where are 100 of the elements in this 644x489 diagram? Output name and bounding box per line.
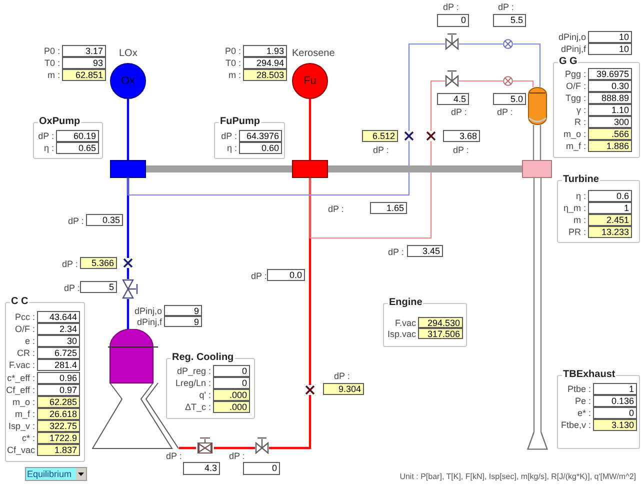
field-label: dP : — [229, 450, 245, 462]
field-label: c* : — [22, 432, 35, 444]
output-field: 9.304 — [323, 383, 364, 395]
input-field: 6.725 — [37, 347, 80, 359]
field-label: dP : — [388, 246, 404, 258]
fuel-branch-line — [459, 80, 503, 82]
field-label: Isp.vac — [387, 328, 416, 340]
circled-cross-icon — [503, 39, 513, 49]
turbine-block — [522, 160, 552, 178]
field-label: m_f : — [566, 140, 586, 152]
input-field: 93 — [62, 57, 106, 69]
field-label: F.vac — [394, 317, 416, 329]
gas-generator-capsule — [528, 87, 547, 125]
oxidizer-branch-line — [408, 43, 445, 131]
tank-label: Ox — [120, 75, 136, 87]
output-field: 6.512 — [362, 130, 398, 142]
input-field: 1.10 — [588, 104, 632, 116]
output-field: 5.366 — [80, 257, 117, 269]
field-label: CR : — [17, 347, 35, 359]
output-field: 13.233 — [588, 226, 632, 238]
hot-gas-pipe — [533, 177, 542, 433]
field-label: m_o : — [12, 396, 35, 408]
valve-icon — [196, 436, 214, 454]
input-field: 4.3 — [183, 462, 220, 475]
tank-name-label: Kerosene — [292, 48, 335, 60]
output-field: 1.886 — [588, 140, 632, 152]
field-label: dP : — [373, 144, 389, 156]
field-label: dP : — [328, 203, 344, 215]
field-label: O/F : — [15, 323, 35, 335]
pump-block — [110, 160, 146, 178]
field-label: dPinj,o — [558, 31, 586, 43]
field-label: m_f : — [14, 408, 35, 420]
output-field: 26.618 — [37, 408, 80, 420]
output-field: 3.130 — [593, 419, 637, 431]
field-label: dP : — [453, 144, 469, 156]
input-field: 0.97 — [37, 384, 80, 396]
field-label: Cf_vac — [6, 444, 35, 456]
input-field: 4.5 — [437, 93, 469, 105]
fuel-branch-line — [309, 141, 432, 239]
fuel-branch-line — [430, 80, 445, 131]
field-label: Lreg/Ln : — [175, 377, 211, 389]
field-label: dP : — [64, 282, 80, 294]
field-label: PR : — [568, 226, 586, 238]
fuel-line — [308, 99, 312, 160]
field-label: dP : — [334, 370, 350, 382]
input-field: 0.136 — [593, 395, 637, 407]
fuel-line — [214, 446, 255, 450]
output-field: 28.503 — [243, 69, 287, 81]
output-field: 1722.9 — [37, 432, 80, 444]
field-label: T0 : — [225, 57, 241, 69]
input-field: 1.65 — [370, 202, 407, 214]
group-title: FuPump — [219, 117, 261, 127]
input-field: 294.94 — [243, 57, 287, 69]
output-field: 317.506 — [418, 328, 463, 339]
field-label: η : — [226, 142, 237, 154]
field-label: η_m : — [563, 202, 586, 214]
input-field: 60.19 — [56, 130, 99, 142]
field-label: Cf_eff : — [6, 384, 35, 396]
field-label: Pe : — [574, 395, 591, 407]
tank-label: Fu — [304, 75, 316, 87]
circled-cross-icon — [503, 76, 513, 86]
input-field: 0.65 — [56, 142, 99, 154]
valve-icon — [255, 436, 269, 454]
field-label: dP : — [497, 106, 513, 118]
group-title: Engine — [388, 298, 424, 308]
field-label: η : — [576, 190, 586, 202]
field-label: O/F : — [566, 80, 586, 92]
field-label: P0 : — [224, 45, 241, 57]
field-label: dP_reg : — [176, 365, 211, 377]
input-field: 10 — [588, 31, 632, 43]
input-field: 3.45 — [407, 245, 443, 257]
field-label: e* : — [577, 407, 591, 419]
input-field: 30 — [37, 335, 80, 347]
field-label: e : — [24, 335, 35, 347]
input-field: 0.6 — [588, 190, 632, 202]
field-label: ΔT_c : — [184, 401, 211, 413]
group-title: Reg. Cooling — [171, 353, 235, 363]
input-field: 1.93 — [243, 45, 287, 57]
field-label: Isp_v : — [8, 420, 35, 432]
input-field: 5.0 — [493, 93, 526, 105]
input-field: 300 — [588, 116, 632, 128]
output-field: 62.285 — [37, 396, 80, 408]
valve-icon — [121, 279, 139, 299]
fuel-line — [308, 178, 312, 385]
field-label: m : — [48, 69, 60, 81]
input-field: 43.644 — [37, 311, 80, 323]
input-field: 888.89 — [588, 92, 632, 104]
pump-block — [292, 160, 328, 178]
field-label: η : — [44, 142, 54, 154]
field-label: Ftbe,v : — [560, 419, 591, 431]
cross-icon — [123, 258, 133, 268]
input-field: 0 — [593, 407, 637, 419]
field-label: dP : — [68, 215, 84, 227]
field-label: Tgg : — [565, 92, 586, 104]
group-title: G G — [558, 57, 578, 67]
output-field: 62.851 — [62, 69, 106, 81]
field-label: dP : — [166, 450, 182, 462]
oxidizer-line — [126, 299, 130, 329]
input-field: 1 — [593, 383, 637, 395]
group-title: OxPump — [38, 117, 82, 127]
